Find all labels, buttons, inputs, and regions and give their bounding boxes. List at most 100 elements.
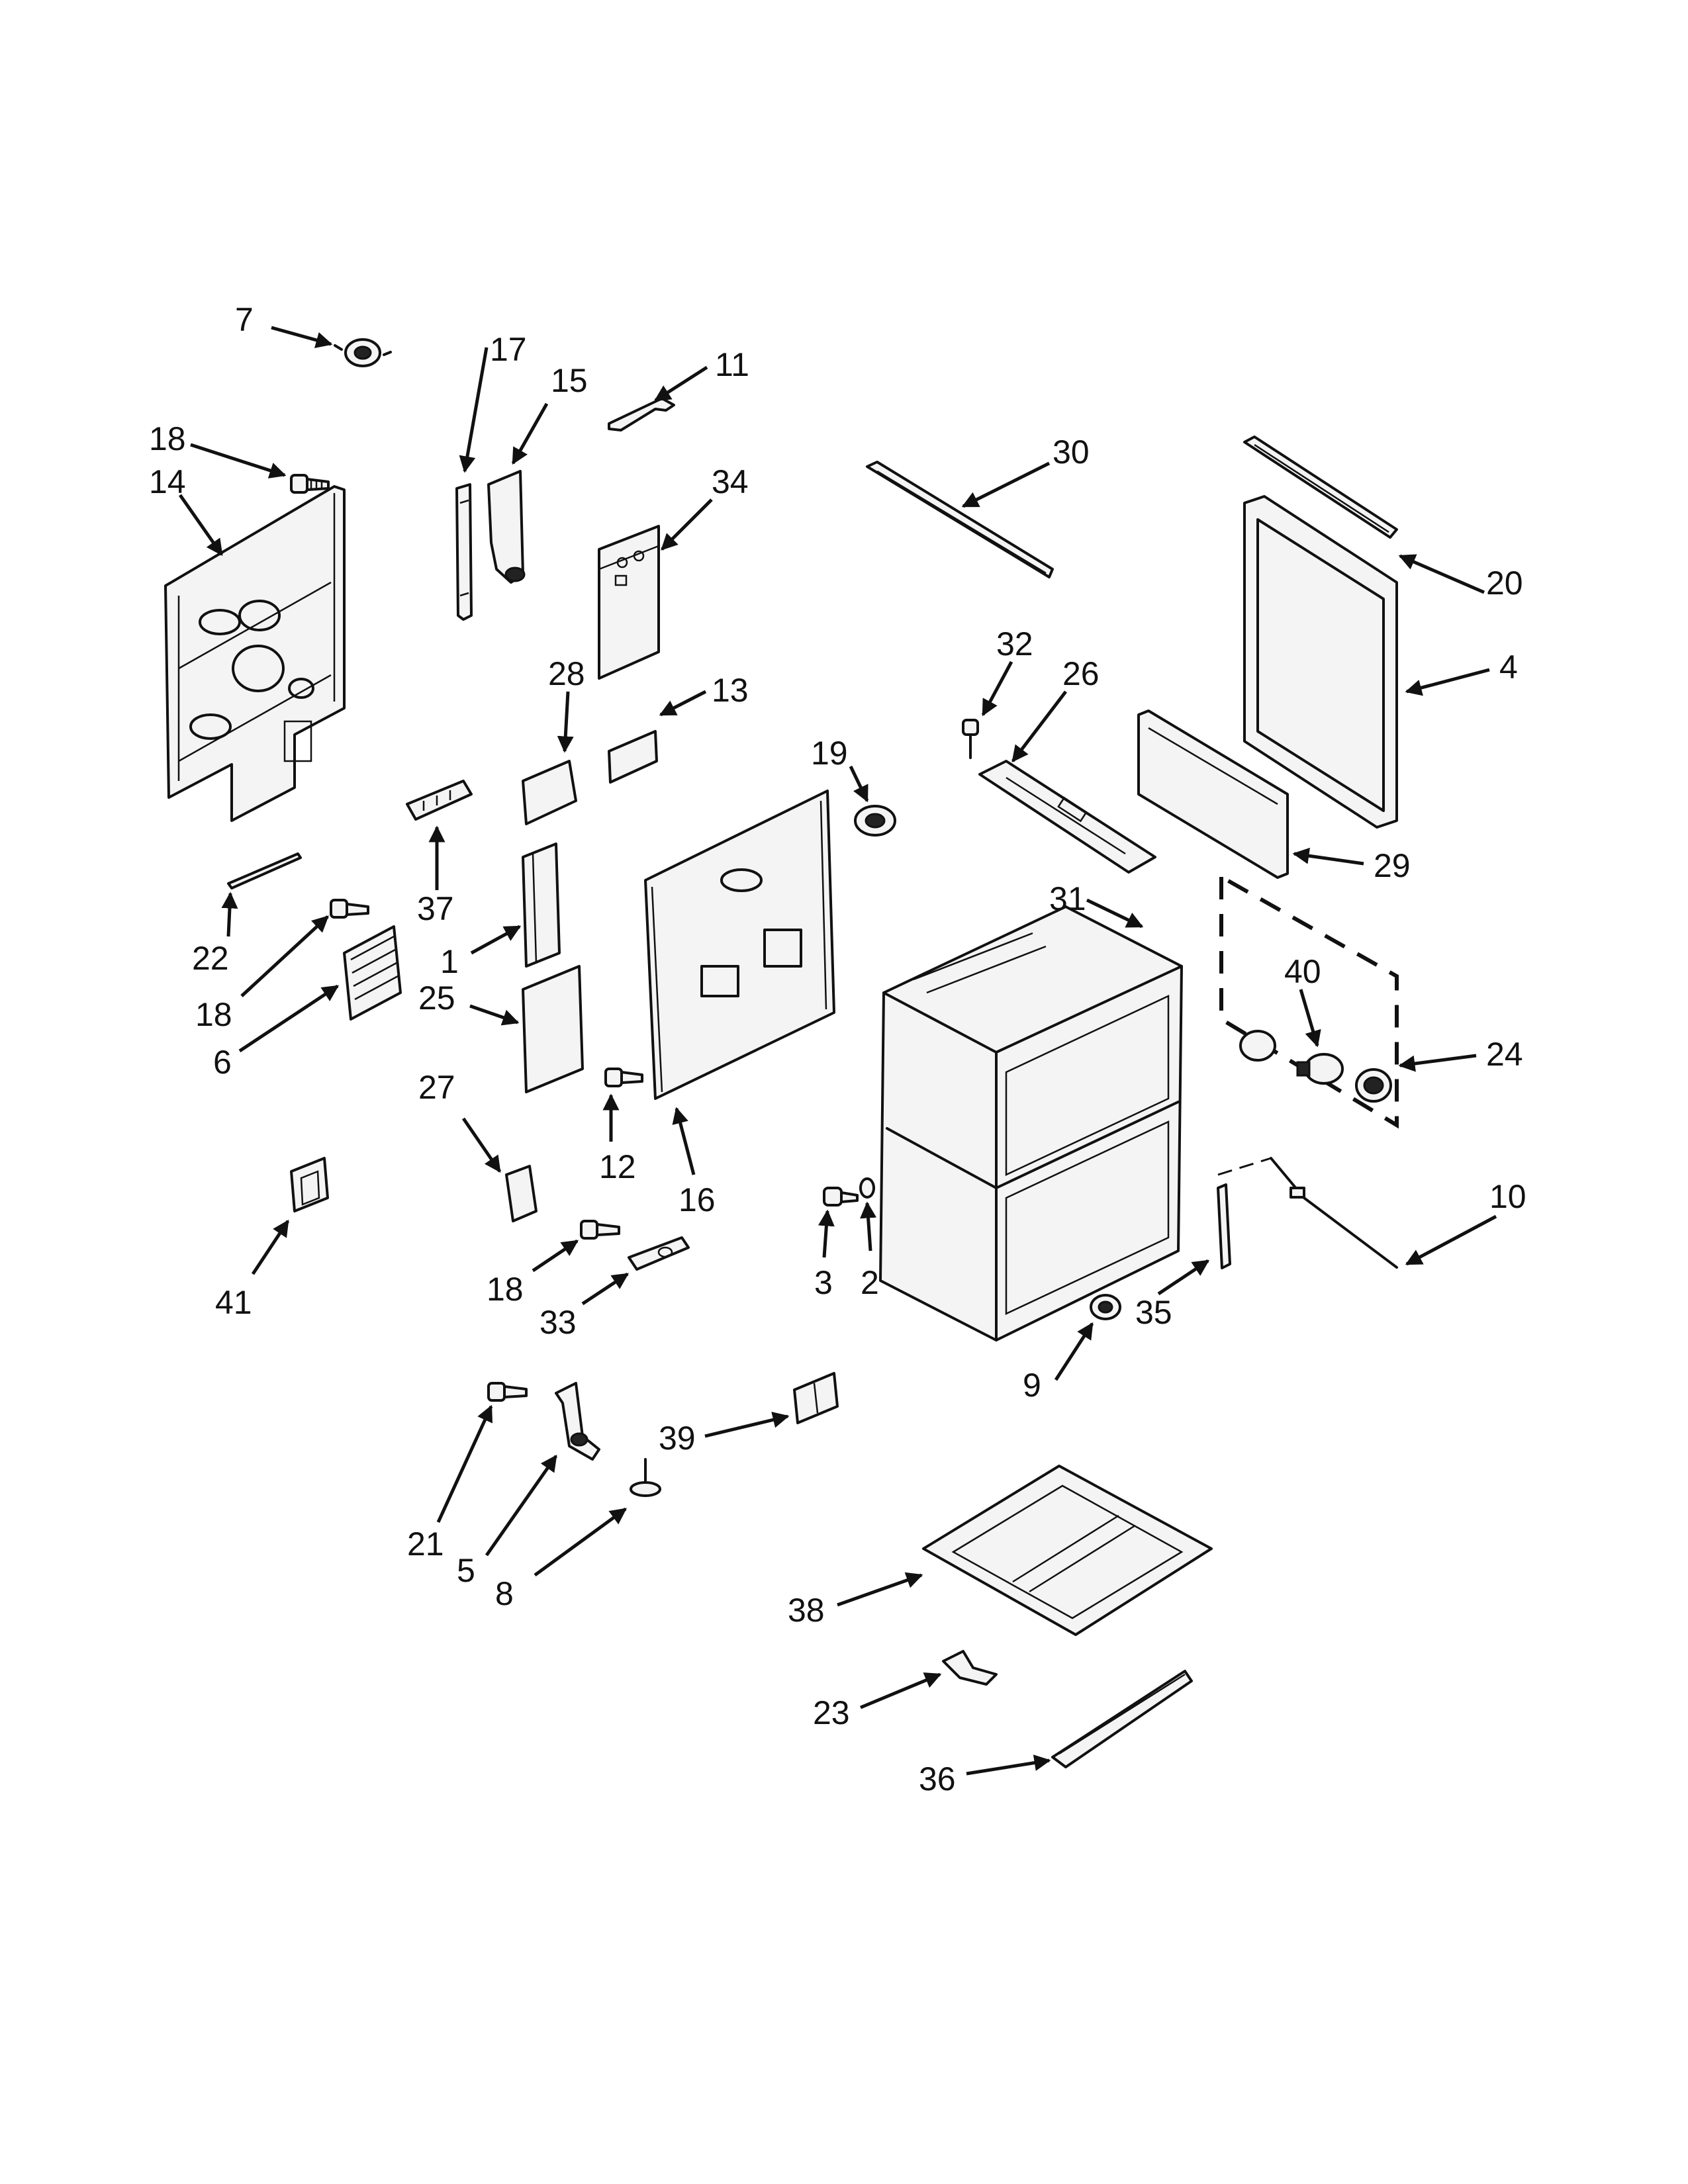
callout-1: 1 [440, 943, 459, 980]
part-21-screw [487, 1382, 528, 1402]
part-34-side-panel [598, 525, 660, 680]
part-24-light-assembly [1219, 873, 1399, 1129]
callout-22: 22 [192, 940, 229, 977]
callout-16: 16 [679, 1181, 716, 1218]
callout-19: 19 [811, 735, 848, 772]
part-2-washer [859, 1177, 875, 1199]
part-12-screw [604, 1068, 643, 1087]
part-29-shield [1137, 709, 1289, 879]
callout-26: 26 [1062, 655, 1100, 692]
callout-24: 24 [1486, 1036, 1523, 1073]
leader-15 [511, 402, 549, 465]
callout-9: 9 [1023, 1367, 1041, 1404]
callout-3: 3 [814, 1264, 833, 1301]
callout-14: 14 [149, 463, 186, 500]
part-38-bottom-tray [922, 1465, 1213, 1636]
callout-37: 37 [417, 890, 454, 927]
leader-lines [178, 326, 1497, 1776]
callout-36: 36 [919, 1760, 956, 1797]
callout-21: 21 [407, 1525, 444, 1563]
leader-4 [1405, 668, 1490, 696]
leader-34 [661, 498, 713, 551]
part-1-channel [522, 842, 561, 968]
leader-6 [238, 984, 340, 1053]
leader-11 [653, 365, 708, 402]
part-4-door-frame [1243, 495, 1398, 829]
part-18-screw-middle [330, 899, 369, 919]
callout-35: 35 [1135, 1294, 1172, 1331]
part-19-grommet [854, 805, 896, 837]
leader-1 [470, 925, 522, 955]
callout-23: 23 [813, 1694, 850, 1731]
leader-9 [1054, 1322, 1094, 1381]
leader-41 [251, 1219, 290, 1275]
part-18-screw-lower [580, 1220, 620, 1240]
leader-25 [469, 1004, 520, 1026]
leader-18c [532, 1239, 579, 1273]
callout-10: 10 [1489, 1178, 1526, 1215]
callout-33: 33 [539, 1304, 577, 1341]
part-27-channel [505, 1165, 538, 1222]
part-32-screw [962, 719, 979, 759]
callout-30: 30 [1053, 433, 1090, 471]
part-9-knob [1090, 1294, 1121, 1320]
part-25-plate [522, 965, 584, 1093]
leader-24 [1398, 1054, 1477, 1072]
leader-3 [818, 1209, 835, 1258]
callout-18a: 18 [149, 420, 186, 457]
callout-6: 6 [213, 1044, 232, 1081]
part-37-terminal-block [406, 780, 473, 821]
leader-10 [1405, 1214, 1497, 1266]
callout-labels: 7 17 15 11 18 14 34 30 20 4 32 26 28 13 … [149, 301, 1526, 1797]
callout-11: 11 [715, 346, 749, 383]
part-10-sensor [1217, 1157, 1398, 1269]
part-5-bracket [555, 1382, 600, 1461]
callout-38: 38 [788, 1592, 825, 1629]
leader-23 [860, 1672, 942, 1709]
callout-18b: 18 [195, 996, 232, 1033]
leader-21 [436, 1404, 493, 1524]
callout-27: 27 [418, 1069, 455, 1106]
leader-26 [1011, 690, 1067, 762]
leader-31 [1086, 898, 1144, 929]
leader-20 [1398, 554, 1485, 594]
callout-13: 13 [712, 672, 749, 709]
leader-40 [1299, 989, 1321, 1048]
leader-39 [704, 1412, 790, 1438]
leader-7 [271, 326, 333, 349]
part-26-latch-assembly [978, 760, 1156, 874]
part-40-bulb [1296, 1053, 1344, 1085]
leader-22 [221, 891, 238, 937]
leader-27 [461, 1117, 502, 1173]
leader-28 [557, 691, 574, 753]
leader-8 [534, 1507, 628, 1577]
callout-32: 32 [996, 625, 1033, 662]
callout-8: 8 [495, 1575, 514, 1612]
callout-40: 40 [1284, 953, 1321, 990]
part-16-side-wall [644, 790, 835, 1100]
leader-18a [190, 443, 287, 478]
part-33-bracket [628, 1236, 690, 1271]
callout-20: 20 [1486, 565, 1523, 602]
callout-39: 39 [659, 1420, 696, 1457]
callout-12: 12 [599, 1148, 636, 1185]
leader-38 [837, 1572, 923, 1607]
part-31-oven-cavity [879, 905, 1183, 1342]
part-7-thermostat [334, 338, 392, 367]
part-15-bracket [487, 470, 526, 584]
callout-17: 17 [490, 331, 527, 368]
callout-7: 7 [235, 301, 254, 338]
leader-33 [581, 1272, 630, 1306]
callout-2: 2 [861, 1264, 879, 1301]
callout-15: 15 [551, 362, 588, 399]
leader-16 [672, 1107, 696, 1175]
callout-5: 5 [457, 1552, 475, 1589]
leader-19 [849, 765, 869, 803]
leader-35 [1157, 1259, 1210, 1296]
part-11-bracket [608, 397, 675, 432]
part-41-bracket [290, 1157, 329, 1212]
callout-25: 25 [418, 979, 455, 1017]
part-13-bracket [608, 730, 658, 784]
leader-29 [1292, 847, 1364, 866]
